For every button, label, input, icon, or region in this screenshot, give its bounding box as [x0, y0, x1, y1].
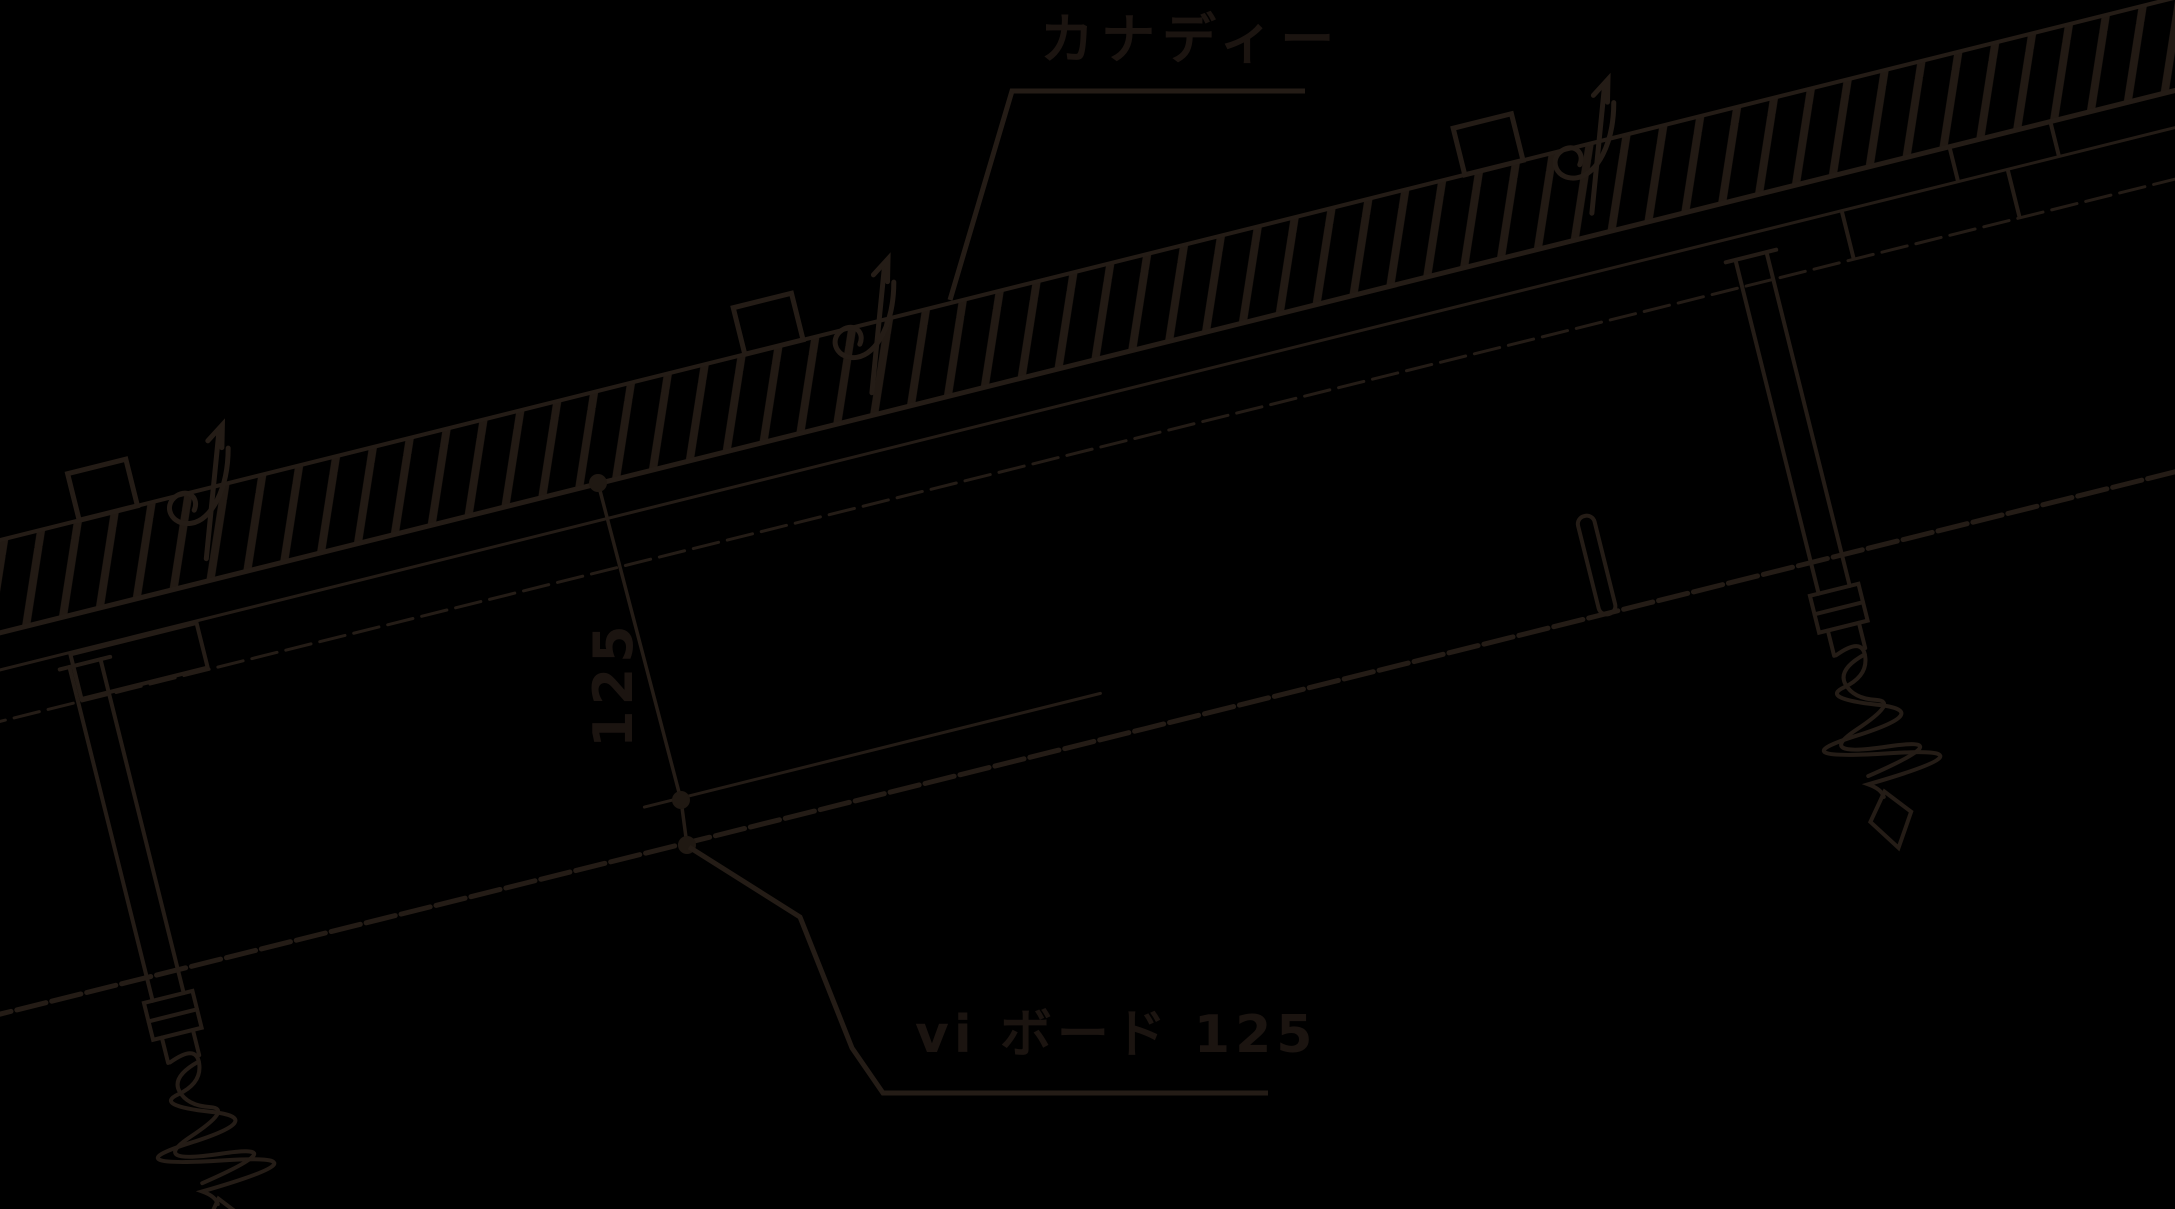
board-label: vi ボード 125 — [915, 1005, 1317, 1065]
material-label: カナディー — [1040, 8, 1341, 71]
dimension-value-text: 125 — [582, 620, 645, 748]
shingle-butt-block — [1450, 110, 1527, 178]
dimension-dot-top — [589, 474, 607, 492]
material-leader-line — [947, 88, 1305, 301]
hanger-strip — [1575, 513, 1618, 617]
thickness-dimension: 125 — [582, 474, 696, 854]
board-lower-seam-line — [642, 691, 1102, 809]
material-annotation: カナディー — [947, 8, 1341, 301]
board-bottom-line — [0, 429, 2175, 1030]
shingle-butt-block — [730, 290, 807, 358]
dimension-dot-middle — [672, 791, 690, 809]
board-seam-ticks — [1840, 121, 2061, 260]
sheathing-line — [0, 106, 2175, 705]
underlayment-line — [0, 155, 2175, 754]
purlin-block — [67, 620, 211, 702]
shingle-butt-block — [64, 456, 141, 524]
board-annotation: vi ボード 125 — [687, 844, 1317, 1096]
board-leader-line — [687, 844, 1268, 1096]
deck-top-line — [0, 70, 2175, 671]
